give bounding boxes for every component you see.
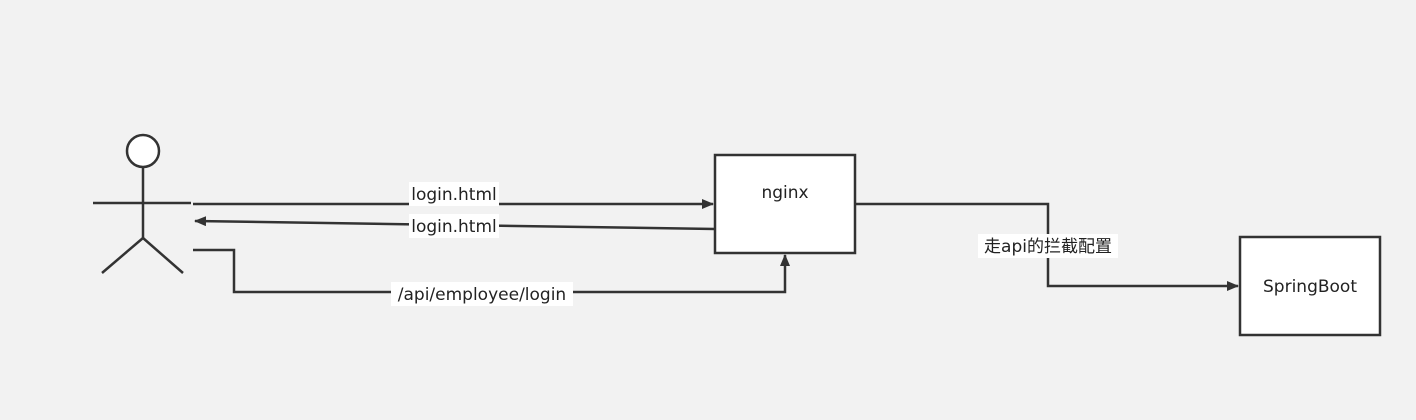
edge-label-proxy: 走api的拦截配置: [984, 237, 1112, 257]
user-actor-icon: [93, 133, 191, 274]
nginx-label: nginx: [761, 183, 808, 203]
edge-label-response-page: login.html: [411, 217, 497, 237]
springboot-label: SpringBoot: [1263, 277, 1357, 297]
springboot-node: SpringBoot: [1238, 235, 1382, 337]
edge-api-request: /api/employee/login: [193, 248, 790, 306]
nginx-node: nginx: [713, 153, 857, 255]
edge-label-request-page: login.html: [411, 185, 497, 205]
edge-label-api-request: /api/employee/login: [398, 285, 566, 305]
edge-request-page: login.html: [193, 182, 714, 209]
edge-proxy: 走api的拦截配置: [855, 202, 1239, 291]
edge-response-page: login.html: [194, 214, 716, 238]
